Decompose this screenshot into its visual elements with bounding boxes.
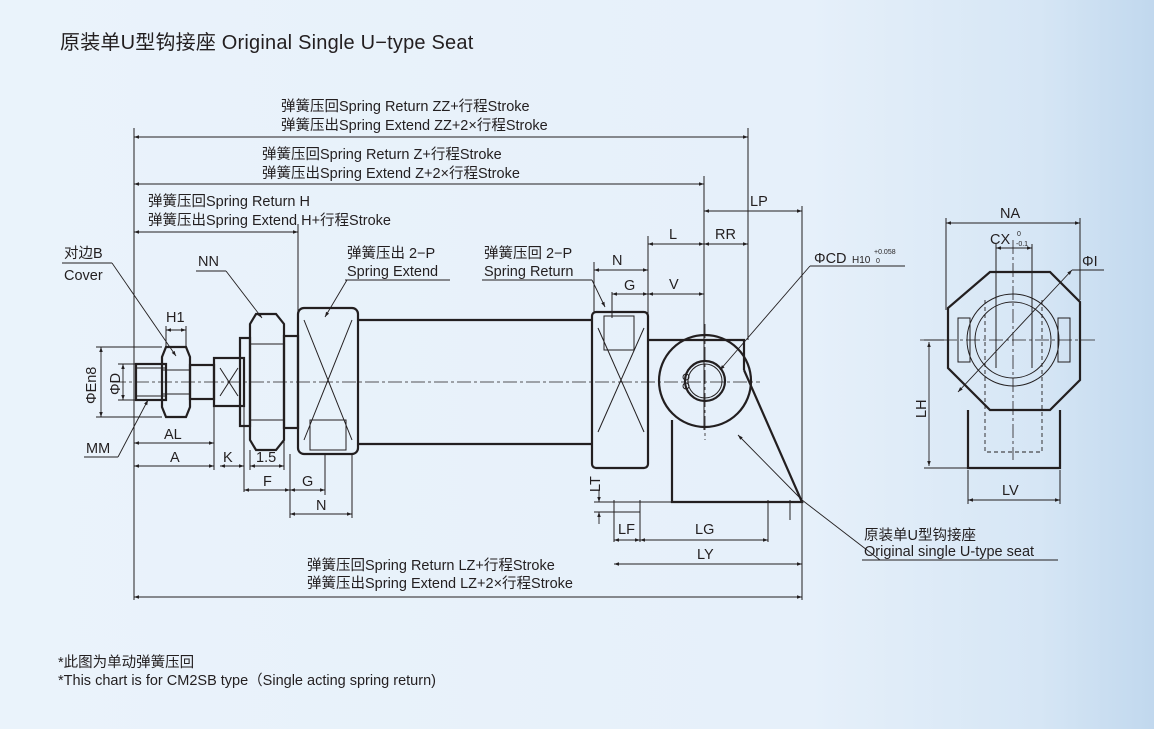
label-z-return: 弹簧压回Spring Return Z+行程Stroke — [262, 146, 502, 163]
label-h-extend: 弹簧压出Spring Extend H+行程Stroke — [148, 212, 391, 229]
label-cd-tol-class: H10 — [852, 255, 871, 266]
label-a: A — [170, 450, 180, 466]
label-cd-tol-upper: +0.058 — [874, 249, 896, 256]
dim-z: 弹簧压回Spring Return Z+行程Stroke 弹簧压出Spring … — [134, 146, 704, 186]
label-h1: H1 — [166, 310, 185, 326]
label-cx: CX — [990, 232, 1010, 248]
dim-h: 弹簧压回Spring Return H 弹簧压出Spring Extend H+… — [134, 193, 391, 234]
label-lz-extend: 弹簧压出Spring Extend LZ+2×行程Stroke — [307, 575, 573, 592]
label-zz-extend: 弹簧压出Spring Extend ZZ+2×行程Stroke — [281, 117, 548, 134]
label-l: L — [669, 227, 677, 243]
label-lp: LP — [750, 194, 768, 210]
label-1-5: 1.5 — [256, 450, 276, 466]
label-seat-cn: 原装单U型钩接座 — [864, 527, 976, 544]
label-phi-cd: ΦCD — [814, 251, 847, 267]
page-title: 原装单U型钩接座 Original Single U−type Seat — [60, 32, 474, 54]
label-g-bottom: G — [302, 474, 313, 490]
label-nn: NN — [198, 254, 219, 270]
label-v: V — [669, 277, 679, 293]
label-lz-return: 弹簧压回Spring Return LZ+行程Stroke — [307, 557, 555, 574]
label-lh: LH — [914, 399, 930, 418]
label-g-top: G — [624, 278, 635, 294]
label-al: AL — [164, 427, 182, 443]
label-n-bottom: N — [316, 498, 326, 514]
note-cn: *此图为单动弹簧压回 — [58, 655, 195, 671]
label-h-return: 弹簧压回Spring Return H — [148, 193, 310, 210]
footnotes: *此图为单动弹簧压回 *This chart is for CM2SB type… — [58, 654, 436, 690]
label-na: NA — [1000, 206, 1020, 222]
label-cd-tol-lower: 0 — [876, 258, 880, 265]
label-lg: LG — [695, 522, 714, 538]
label-n-top: N — [612, 253, 622, 269]
label-cx-tol-upper: 0 — [1017, 231, 1021, 238]
label-phi-i: ΦI — [1082, 254, 1098, 270]
label-phi-e: ΦEn8 — [84, 367, 100, 404]
label-mm: MM — [86, 441, 110, 457]
label-cx-tol-lower: -0.1 — [1016, 241, 1028, 248]
label-lf: LF — [618, 522, 635, 538]
label-port-return-cn: 弹簧压回 2−P — [484, 245, 572, 262]
dim-zz: 弹簧压回Spring Return ZZ+行程Stroke 弹簧压出Spring… — [134, 98, 748, 139]
label-z-extend: 弹簧压出Spring Extend Z+2×行程Stroke — [262, 165, 520, 182]
end-view: NA CX 0 -0.1 ΦI LH LV — [914, 206, 1104, 504]
label-port-return-en: Spring Return — [484, 264, 573, 280]
label-rr: RR — [715, 227, 736, 243]
label-lv: LV — [1002, 483, 1019, 499]
label-cover-cn: 对边B — [64, 245, 103, 262]
label-zz-return: 弹簧压回Spring Return ZZ+行程Stroke — [281, 98, 530, 115]
label-seat-en: Original single U-type seat — [864, 544, 1034, 560]
label-k: K — [223, 450, 233, 466]
label-ly: LY — [697, 547, 714, 563]
label-port-extend-en: Spring Extend — [347, 264, 438, 280]
label-f: F — [263, 474, 272, 490]
label-port-extend-cn: 弹簧压出 2−P — [347, 245, 435, 262]
note-en: *This chart is for CM2SB type（Single act… — [58, 673, 436, 689]
label-phi-d: ΦD — [108, 373, 124, 395]
label-lt: LT — [588, 476, 604, 492]
label-cover-en: Cover — [64, 268, 103, 284]
